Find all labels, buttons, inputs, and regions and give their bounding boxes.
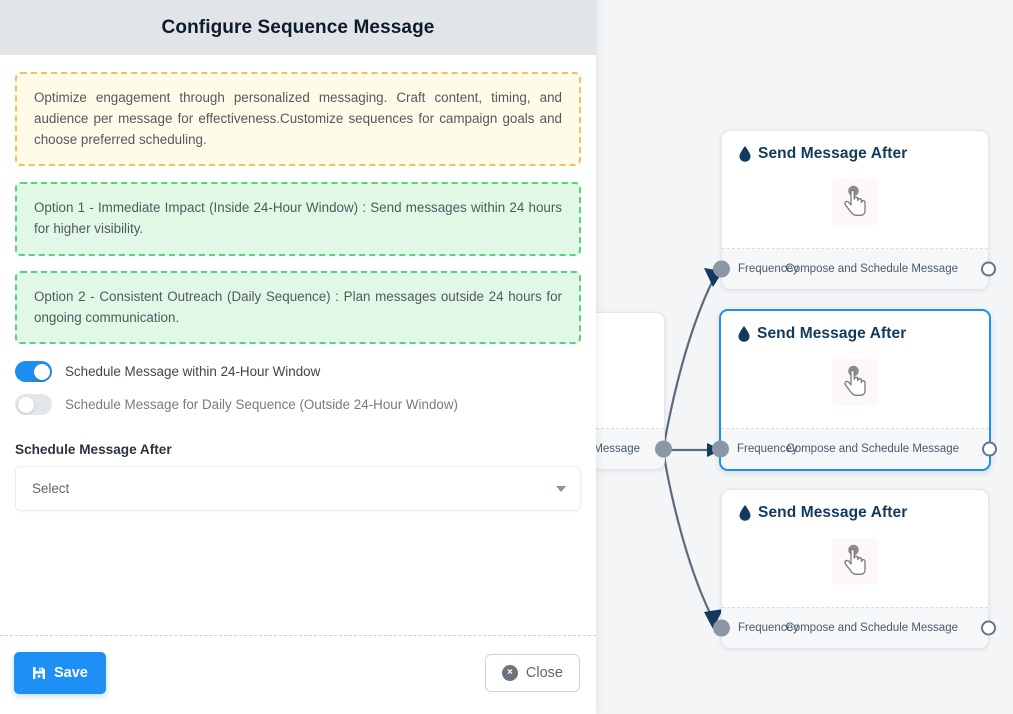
node-1-footer: Frequencey Compose and Schedule Message [713,249,996,289]
node-3-center [739,522,971,599]
node-2-in-port[interactable] [712,440,729,458]
node-send-message-after-2[interactable]: Send Message After Frequencey Compose an… [712,309,997,471]
node-3-out-port[interactable] [981,620,996,636]
node-2-out-port[interactable] [982,441,997,457]
node-2-title: Send Message After [757,325,907,342]
save-button-label: Save [54,665,88,681]
save-floppy-icon [33,667,45,679]
page-title: Configure Sequence Message [161,16,435,38]
node-3-body: Send Message After [722,490,988,608]
node-2-body: Send Message After [721,311,989,429]
node-1-title: Send Message After [758,145,908,162]
configure-sequence-modal: Configure Sequence Message Optimize enga… [0,0,596,714]
node-send-message-after-1[interactable]: Send Message After Frequencey Compose an… [713,130,996,290]
node-2-in-label: Frequencey [737,443,798,455]
toggle-knob [33,363,50,380]
chevron-down-icon [556,485,566,492]
node-partial-out-port[interactable] [655,440,672,458]
node-3-in-port[interactable] [713,619,730,637]
toggle-knob [17,396,34,413]
info-description-box: Optimize engagement through personalized… [15,72,581,167]
toggle-schedule-within-24h[interactable] [15,361,52,383]
modal-header: Configure Sequence Message [0,0,596,55]
modal-footer: Save × Close [0,635,596,714]
node-1-in-label: Frequencey [738,263,799,275]
close-button[interactable]: × Close [484,654,580,692]
close-circle-icon: × [501,665,518,681]
node-1-in-port[interactable] [713,260,730,278]
edge-curve-down [661,449,715,622]
node-3-title: Send Message After [758,504,908,521]
node-3-title-row: Send Message After [739,504,971,522]
option-2-box: Option 2 - Consistent Outreach (Daily Se… [15,270,581,345]
water-drop-icon [738,326,750,342]
node-3-out-label: Compose and Schedule Message [785,622,958,634]
toggle-daily-sequence-label: Schedule Message for Daily Sequence (Out… [65,397,458,413]
edge-arrowhead-bottom [704,609,723,629]
toggle-schedule-daily-sequence[interactable] [15,394,52,416]
close-button-label: Close [525,665,563,681]
option-1-box: Option 1 - Immediate Impact (Inside 24-H… [15,182,581,256]
schedule-message-after-label: Schedule Message After [15,442,172,458]
node-3-in-label: Frequencey [738,622,799,634]
toggle-within-24h-label: Schedule Message within 24-Hour Window [65,364,321,380]
tap-hand-cursor-icon [832,358,878,405]
node-send-message-after-3[interactable]: Send Message After Frequencey Compose an… [713,489,996,649]
toggle-row-daily-sequence: Schedule Message for Daily Sequence (Out… [15,394,581,416]
water-drop-icon [739,146,751,162]
node-2-out-label: Compose and Schedule Message [786,443,959,455]
node-1-center [739,163,971,240]
water-drop-icon [739,505,751,521]
modal-content: Optimize engagement through personalized… [0,55,596,635]
toggle-row-within-24h: Schedule Message within 24-Hour Window [15,361,581,383]
node-1-out-port[interactable] [981,261,996,277]
node-2-center [738,343,972,420]
select-value: Select [32,481,70,497]
node-3-footer: Frequencey Compose and Schedule Message [713,608,996,648]
node-2-title-row: Send Message After [738,325,972,343]
schedule-message-after-select[interactable]: Select [15,466,581,512]
tap-hand-cursor-icon [832,537,878,584]
node-1-body: Send Message After [722,131,988,249]
node-2-footer: Frequencey Compose and Schedule Message [712,429,997,469]
node-1-out-label: Compose and Schedule Message [785,263,958,275]
node-1-title-row: Send Message After [739,145,971,163]
save-button[interactable]: Save [14,652,106,694]
tap-hand-cursor-icon [832,178,878,225]
edge-curve-up [661,277,715,451]
